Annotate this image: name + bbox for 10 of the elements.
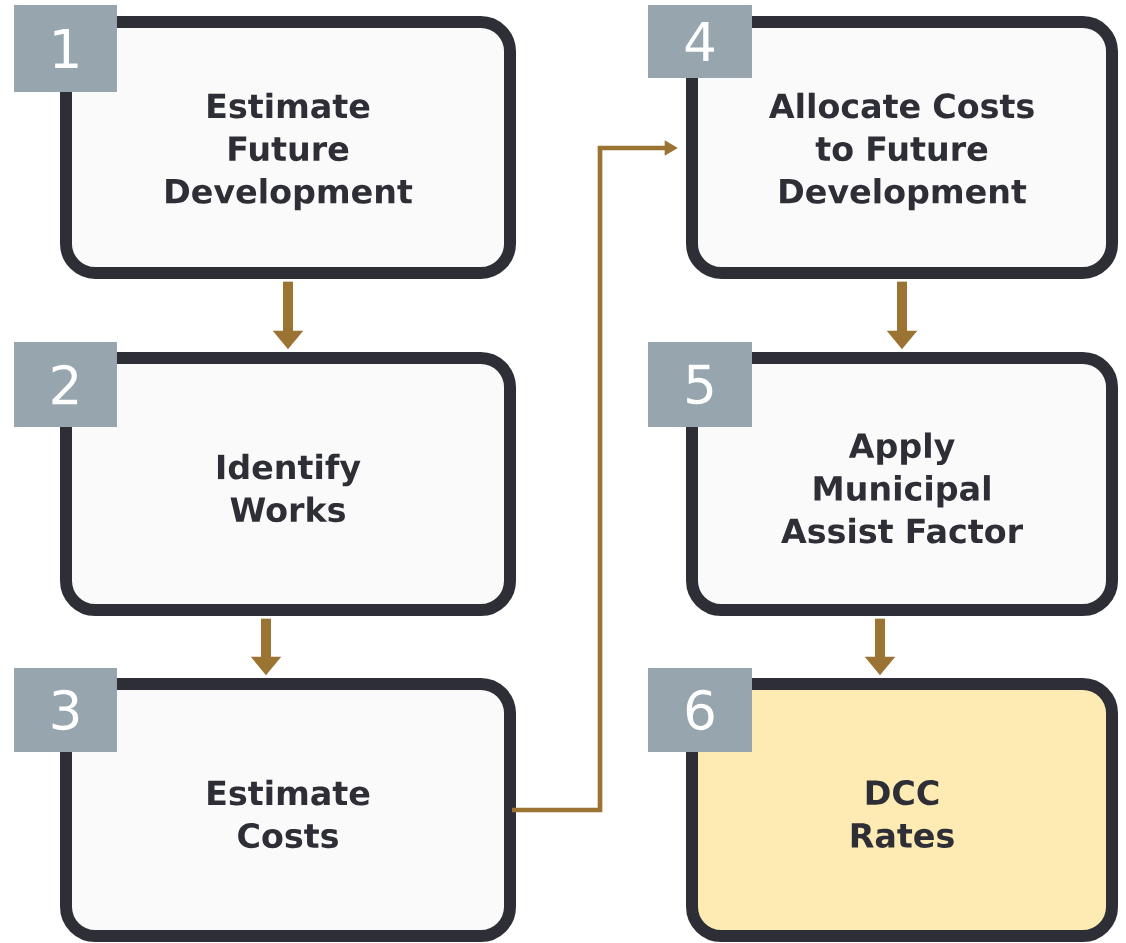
number-badge: 5 xyxy=(648,341,752,428)
number-badge: 3 xyxy=(14,668,117,752)
box-label: Estimate Costs xyxy=(208,779,370,849)
number-badge: 2 xyxy=(14,341,117,428)
box-label: Estimate Future Development xyxy=(166,92,413,211)
number-badge: 4 xyxy=(648,4,752,79)
box-label: Apply Municipal Assist Factor xyxy=(781,432,1023,544)
box-label: Identify Works xyxy=(217,453,361,523)
box-label: Allocate Costs to Future Development xyxy=(768,92,1034,211)
number-badge: 1 xyxy=(14,5,117,92)
